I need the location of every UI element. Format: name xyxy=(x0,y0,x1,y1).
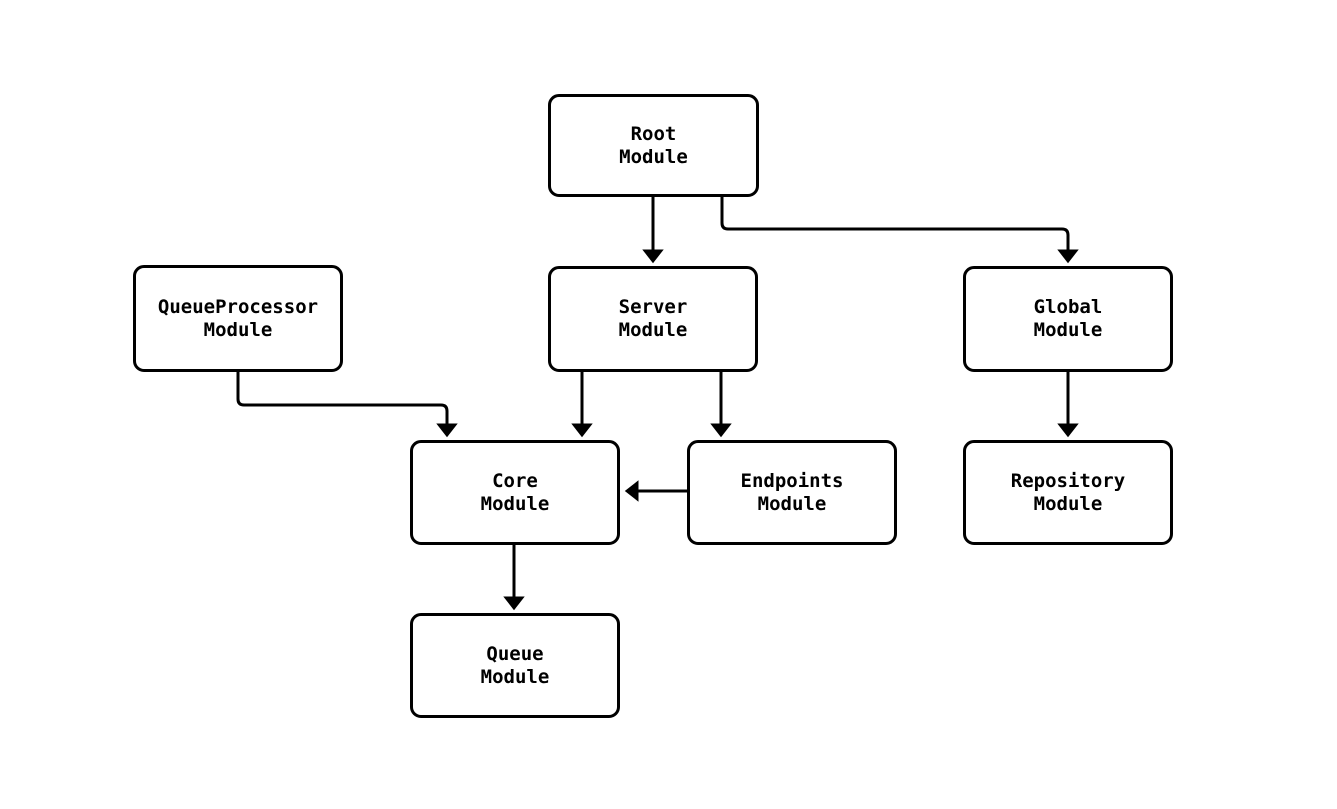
node-label-line2: Module xyxy=(480,665,550,688)
node-label-line1: Core xyxy=(492,469,538,492)
node-repository-module[interactable]: Repository Module xyxy=(963,440,1173,545)
node-global-module[interactable]: Global Module xyxy=(963,266,1173,372)
node-core-module[interactable]: Core Module xyxy=(410,440,620,545)
node-label-line1: QueueProcessor xyxy=(157,295,319,318)
node-label-line2: Module xyxy=(480,492,550,515)
node-label-line1: Global xyxy=(1033,296,1103,318)
node-label-line1: Root xyxy=(630,122,677,145)
node-label-line2: Module xyxy=(618,319,688,341)
node-label-line1: Queue xyxy=(486,642,544,665)
node-label-line2: Module xyxy=(203,318,273,341)
node-label-line2: Module xyxy=(619,145,688,168)
node-label-line2: Module xyxy=(757,492,827,515)
node-server-module[interactable]: Server Module xyxy=(548,266,758,372)
node-endpoints-module[interactable]: Endpoints Module xyxy=(687,440,897,545)
node-queue-module[interactable]: Queue Module xyxy=(410,613,620,718)
node-root-module[interactable]: Root Module xyxy=(548,94,759,197)
node-label-line1: Server xyxy=(618,296,688,318)
node-label-line2: Module xyxy=(1033,319,1103,341)
node-label-line1: Repository xyxy=(1010,469,1126,492)
node-label-line2: Module xyxy=(1033,492,1103,515)
edge-root-global xyxy=(720,197,1079,264)
edge-queueprocessor-core xyxy=(236,372,458,438)
node-queueprocessor-module[interactable]: QueueProcessor Module xyxy=(133,265,343,372)
node-label-line1: Endpoints xyxy=(740,469,844,492)
